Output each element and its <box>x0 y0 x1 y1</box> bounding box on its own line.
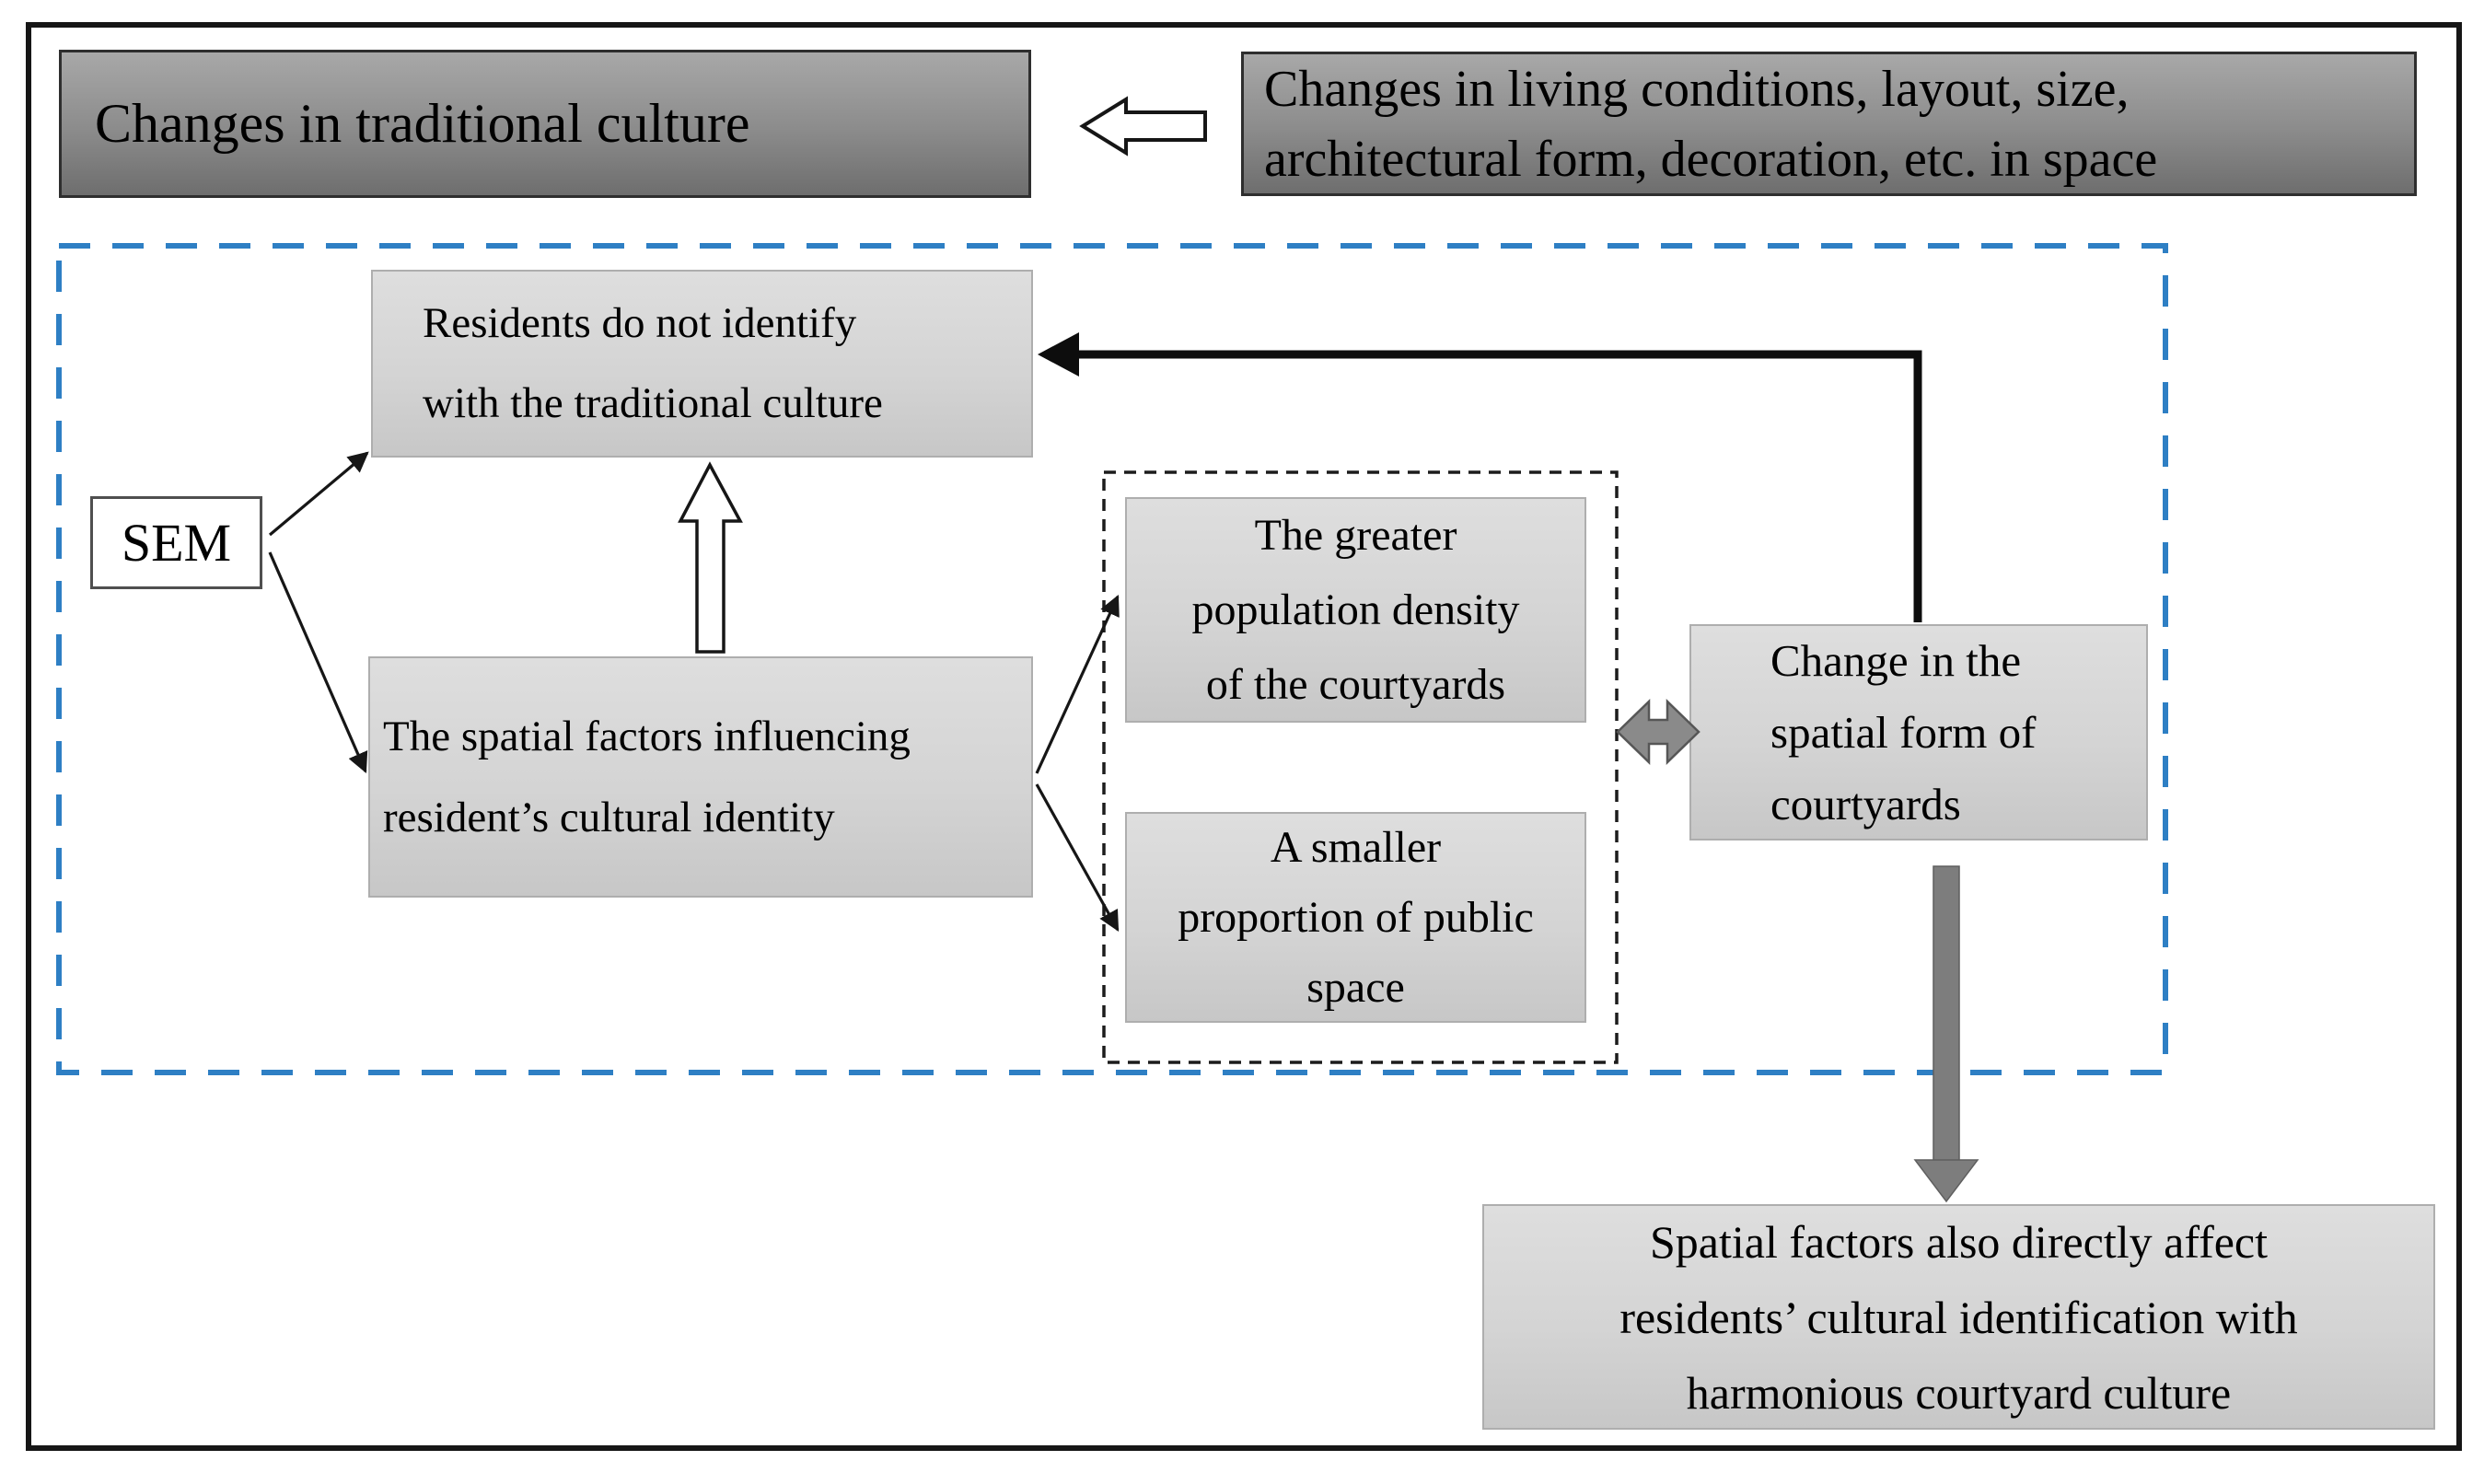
smaller-proportion-line3: space <box>1306 962 1405 1012</box>
smaller-proportion-box: A smaller proportion of public space <box>1125 812 1586 1023</box>
change-spatial-form-line2: spatial form of <box>1770 706 2037 758</box>
spatial-factors-directly-affect-box: Spatial factors also directly affect res… <box>1482 1204 2435 1430</box>
sem-box: SEM <box>90 496 262 589</box>
changes-traditional-culture-box: Changes in traditional culture <box>59 50 1031 198</box>
residents-not-identify-line1: Residents do not identify <box>423 299 857 347</box>
change-spatial-form-line3: courtyards <box>1770 778 1961 829</box>
greater-population-line2: population density <box>1191 585 1520 634</box>
change-spatial-form-box: Change in the spatial form of courtyards <box>1689 624 2148 841</box>
smaller-proportion-line2: proportion of public <box>1178 892 1534 942</box>
sem-label: SEM <box>121 513 232 573</box>
greater-population-density-box: The greater population density of the co… <box>1125 497 1586 723</box>
changes-living-conditions-line2: architectural form, decoration, etc. in … <box>1264 130 2158 188</box>
greater-population-line3: of the courtyards <box>1205 660 1506 709</box>
greater-population-line1: The greater <box>1254 511 1457 560</box>
smaller-proportion-line1: A smaller <box>1270 822 1442 872</box>
spatial-factors-line1: The spatial factors influencing <box>383 713 911 760</box>
spatial-factors-line2: resident’s cultural identity <box>383 794 835 841</box>
changes-traditional-culture-label: Changes in traditional culture <box>95 93 750 154</box>
directly-affect-line2: residents’ cultural identification with <box>1619 1291 2298 1343</box>
outer-border <box>26 22 2462 1451</box>
changes-living-conditions-box: Changes in living conditions, layout, si… <box>1241 52 2417 196</box>
spatial-factors-box: The spatial factors influencing resident… <box>368 656 1033 898</box>
directly-affect-line1: Spatial factors also directly affect <box>1649 1215 2269 1268</box>
directly-affect-line3: harmonious courtyard culture <box>1686 1366 2232 1419</box>
residents-not-identify-line2: with the traditional culture <box>423 379 883 427</box>
change-spatial-form-line1: Change in the <box>1770 634 2022 686</box>
changes-living-conditions-line1: Changes in living conditions, layout, si… <box>1264 60 2130 118</box>
residents-not-identify-box: Residents do not identify with the tradi… <box>371 270 1033 458</box>
